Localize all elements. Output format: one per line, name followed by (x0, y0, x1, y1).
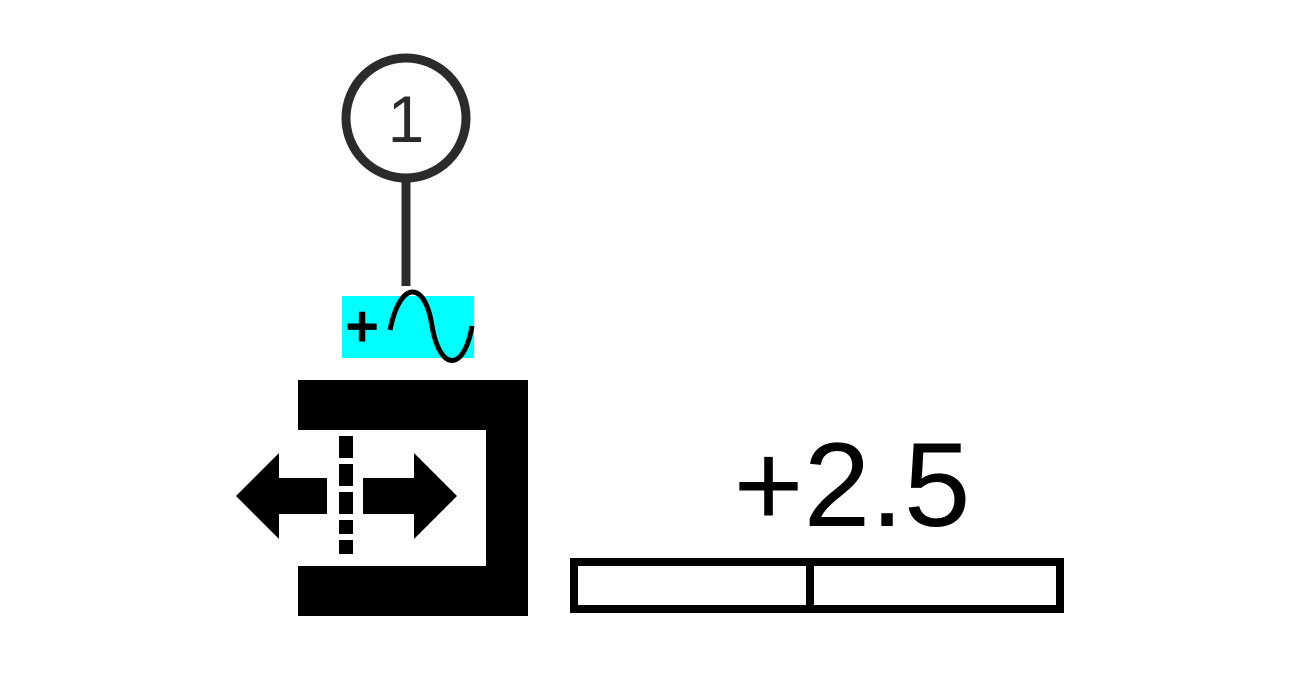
sine-wave-icon (387, 289, 475, 363)
mode-badge: + (342, 289, 475, 363)
balance-value: +2.5 (734, 418, 971, 552)
callout-number: 1 (388, 82, 425, 156)
bracket-shape (298, 380, 528, 616)
horizontal-balance-icon (236, 380, 528, 616)
balance-bar-icon (570, 558, 1064, 613)
balance-bar-frame (570, 558, 1064, 613)
mode-badge-sign: + (345, 294, 379, 359)
mode-badge-background (342, 296, 474, 358)
center-dashed-line (339, 436, 353, 554)
arrow-left-icon (236, 453, 327, 539)
callout-marker: 1 (341, 53, 471, 286)
arrow-right-icon (363, 453, 457, 539)
